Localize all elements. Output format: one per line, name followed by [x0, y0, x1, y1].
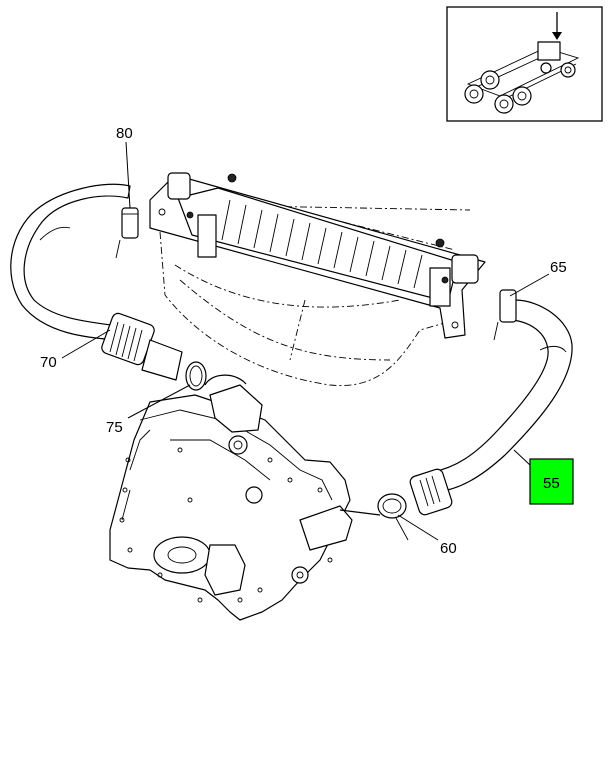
locator-inset [446, 6, 603, 122]
charge-air-cooler [149, 172, 486, 339]
callout-55[interactable]: 55 [543, 475, 560, 492]
callout-60[interactable]: 60 [440, 540, 457, 557]
highlight-box-55 [529, 458, 574, 505]
leader-lines [61, 141, 550, 541]
callout-65[interactable]: 65 [550, 259, 567, 276]
callout-80[interactable]: 80 [116, 125, 133, 142]
left-hose-70 [10, 183, 183, 381]
callout-70[interactable]: 70 [40, 354, 57, 371]
callout-75[interactable]: 75 [106, 419, 123, 436]
clamp-80 [115, 207, 139, 259]
clamp-60 [377, 493, 409, 541]
vehicle-chassis-icon [464, 12, 580, 114]
clamp-65 [493, 289, 517, 341]
clamp-75 [185, 361, 207, 391]
right-hose-55 [409, 299, 573, 516]
engine-front-cover [109, 374, 381, 621]
